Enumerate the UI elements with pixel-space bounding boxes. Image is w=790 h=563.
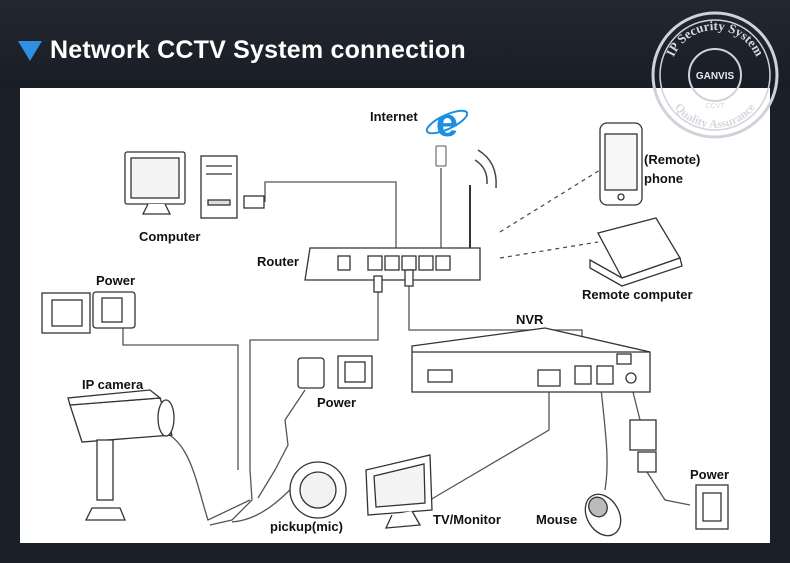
label-mouse: Mouse: [536, 512, 578, 527]
wireless-links: [499, 169, 601, 259]
label-power-mid: Power: [317, 395, 357, 410]
pickup-mic: [289, 461, 347, 519]
label-power-top: Power: [96, 273, 136, 288]
label-router: Router: [257, 254, 299, 269]
header-bar: Network CCTV System connection: [0, 0, 790, 88]
wall-socket-mid: [297, 355, 373, 389]
router: [304, 185, 481, 293]
cables: [122, 168, 691, 526]
wall-socket-top: [41, 291, 136, 334]
svg-text:e: e: [436, 101, 458, 145]
tv-monitor: [365, 454, 433, 529]
remote-laptop: [589, 217, 683, 287]
internet-explorer-icon: e: [425, 101, 469, 145]
label-computer: Computer: [139, 229, 201, 244]
page-title: Network CCTV System connection: [50, 36, 466, 64]
title-triangle-icon: [18, 41, 42, 61]
label-ip-camera: IP camera: [82, 377, 144, 392]
quality-seal: IP Security System GANVIS CCVT Quality A…: [651, 11, 779, 139]
remote-phone: [599, 122, 643, 206]
label-power-right: Power: [690, 467, 730, 482]
label-pickup-mic: pickup(mic): [270, 519, 343, 534]
nvr: [411, 327, 651, 393]
wifi-signal-icon: [474, 149, 497, 189]
ip-camera: [67, 389, 175, 521]
label-nvr: NVR: [516, 312, 544, 327]
label-remote-phone-line2: phone: [644, 171, 683, 186]
mouse: [584, 493, 622, 537]
ethernet-plug: [435, 145, 447, 167]
seal-sub: CCVT: [705, 103, 725, 110]
label-remote-phone: (Remote) phone: [644, 150, 700, 188]
label-internet: Internet: [370, 109, 418, 124]
label-tv-monitor: TV/Monitor: [433, 512, 501, 527]
label-remote-phone-line1: (Remote): [644, 152, 701, 167]
seal-brand: GANVIS: [696, 71, 735, 82]
power-adapter-right: [629, 419, 729, 530]
computer: [124, 151, 265, 219]
label-remote-computer: Remote computer: [582, 287, 693, 302]
